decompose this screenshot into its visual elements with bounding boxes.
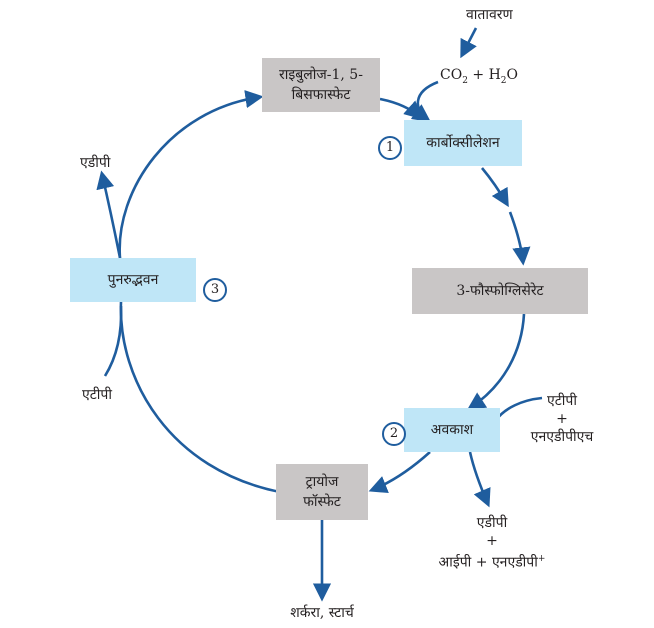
arrow-carboxylation-down [481,167,509,208]
reduction-in-line2: + [556,411,568,427]
arrow-ribulose-to-carboxylation [379,97,423,120]
node-carboxylation-label: कार्बोक्सीलेशन [426,135,500,151]
step-number-1: 1 [378,136,402,160]
reduction-out-line3: आईपी + एनएडीपी+ [430,550,554,572]
h2o-suffix: O [506,67,518,83]
arrow-atmosphere-to-co2 [460,27,478,59]
co2-subscript: 2 [462,75,468,86]
node-reduction: अवकाश [404,408,500,452]
node-ribulose-line2: बिसफास्फेट [291,87,351,103]
arrow-regeneration-to-ribulose [118,90,264,259]
node-reduction-label: अवकाश [430,422,474,438]
arrow-reduction-out [468,451,491,508]
node-carboxylation: कार्बोक्सीलेशन [404,120,522,166]
arrow-pga-to-reduction [466,313,526,411]
reduction-out-line3-sup: + [537,554,546,564]
node-triose-line1: ट्रायोज [305,474,339,490]
arrow-reduction-to-triose [368,451,431,494]
line-atp-regeneration-in [103,305,123,377]
node-triose-line2: फॉस्फेट [303,494,341,510]
arrow-to-pga [508,211,531,266]
arrow-co2-to-carboxylation [410,80,439,123]
label-atmosphere: वातावरण [466,7,513,23]
step-number-2: 2 [382,422,406,446]
node-ribulose-bisphosphate: राइबुलोज-1, 5- बिसफास्फेट [262,58,380,112]
label-reduction-inputs: एटीपी + एनएडीपीएच [520,392,604,446]
node-regeneration-label: पुनरुद्भवन [107,272,159,288]
node-3-phosphoglycerate: 3-फौस्फोग्लिसेरेट [412,268,588,314]
arrow-regeneration-to-adp [96,170,122,259]
arc-triose-to-regeneration [119,301,281,494]
label-co2-h2o: CO2 + H2O [440,66,518,90]
reduction-in-line3: एनएडीपीएच [530,429,594,445]
node-ribulose-line1: राइबुलोज-1, 5- [279,67,363,83]
co2-text: CO [440,67,463,83]
node-regeneration: पुनरुद्भवन [70,258,196,302]
reduction-in-line1: एटीपी [546,393,577,409]
label-regeneration-atp-in: एटीपी [82,387,113,403]
reduction-out-line3-main: आईपी + एनएडीपी [438,554,538,571]
h2o-subscript: 2 [500,75,507,86]
label-sugar-starch: शर्करा, स्टार्च [290,605,354,621]
step-number-3: 3 [203,278,227,302]
node-triose-phosphate: ट्रायोज फॉस्फेट [276,464,368,520]
label-regeneration-adp-out: एडीपी [80,155,111,171]
reduction-out-line1: एडीपी [476,515,508,531]
label-reduction-outputs: एडीपी + आईपी + एनएडीपी+ [430,514,554,572]
reduction-out-line2: + [486,533,498,549]
node-pga-label: 3-फौस्फोग्लिसेरेट [456,283,544,299]
h2o-text: + H [467,67,501,83]
